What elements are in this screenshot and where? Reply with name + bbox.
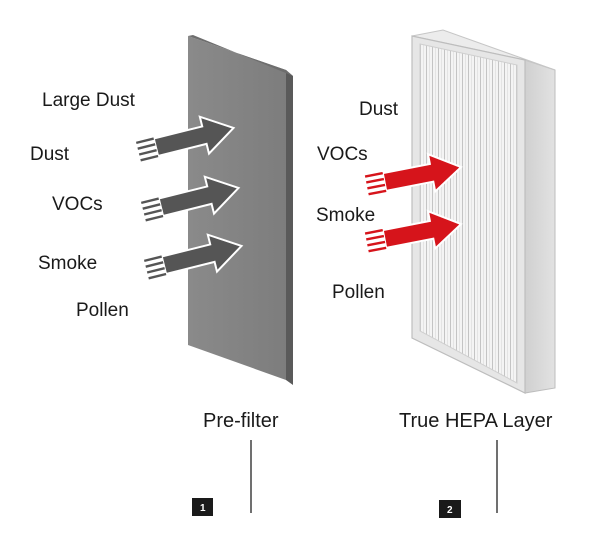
- label-dust: Dust: [30, 144, 70, 165]
- red-arrow-2: [364, 209, 463, 253]
- hepa-label-vocs: VOCs: [317, 144, 368, 165]
- dark-arrow-3: [143, 233, 244, 280]
- svg-text:2: 2: [447, 505, 453, 516]
- dark-arrow-1: [135, 115, 236, 162]
- hepa-label-pollen: Pollen: [332, 282, 385, 303]
- dark-arrow-2: [140, 175, 241, 222]
- pre-filter-arrows: [135, 115, 244, 280]
- svg-text:1: 1: [200, 503, 206, 514]
- hepa-filter-panel: [411, 29, 556, 394]
- hepa-arrows: [364, 152, 463, 253]
- badge-2: 2: [439, 500, 461, 518]
- hepa-label-smoke: Smoke: [316, 205, 375, 226]
- label-smoke: Smoke: [38, 253, 97, 274]
- badge-1: 1: [192, 498, 213, 516]
- label-large-dust: Large Dust: [42, 90, 136, 111]
- hepa-caption: True HEPA Layer: [399, 410, 553, 432]
- pre-filter-caption: Pre-filter: [203, 410, 279, 432]
- red-arrow-1: [364, 152, 463, 196]
- label-pollen: Pollen: [76, 300, 129, 321]
- pre-filter-panel: [188, 35, 293, 385]
- label-vocs: VOCs: [52, 194, 103, 215]
- hepa-label-dust: Dust: [359, 99, 399, 120]
